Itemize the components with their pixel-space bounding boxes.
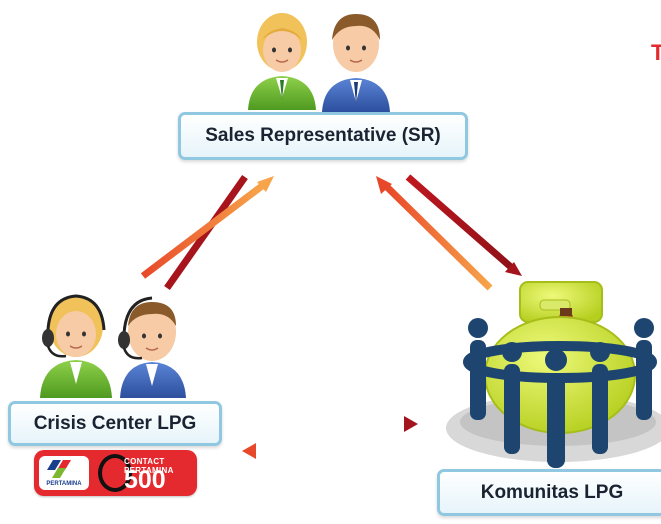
contact-pertamina-badge: PERTAMINA CONTACT PERTAMINA 500 000	[34, 450, 197, 523]
arrow-sr-to-komunitas	[405, 174, 522, 276]
pertamina-brand-text: PERTAMINA	[46, 481, 82, 487]
partial-title: T	[651, 40, 661, 62]
arrow-crisis-to-sr	[140, 176, 274, 279]
sales-representative-label: Sales Representative (SR)	[178, 112, 468, 160]
crisis-center-label: Crisis Center LPG	[8, 401, 222, 446]
crisis-center-people-icon	[40, 294, 186, 398]
lpg-community-icon	[446, 281, 661, 468]
contact-title: CONTACT PERTAMINA	[124, 457, 174, 475]
headset-ring-icon	[98, 454, 132, 492]
arrow-crisis-to-komunitas	[262, 416, 418, 432]
contact-number: 500 000	[124, 466, 166, 523]
arrow-komunitas-to-crisis	[242, 443, 398, 459]
pertamina-logo-icon	[47, 460, 71, 478]
komunitas-lpg-label: Komunitas LPG	[437, 469, 661, 516]
sales-rep-people-icon	[248, 13, 390, 112]
pertamina-logo: PERTAMINA	[39, 456, 89, 490]
arrow-komunitas-to-sr	[376, 176, 493, 291]
